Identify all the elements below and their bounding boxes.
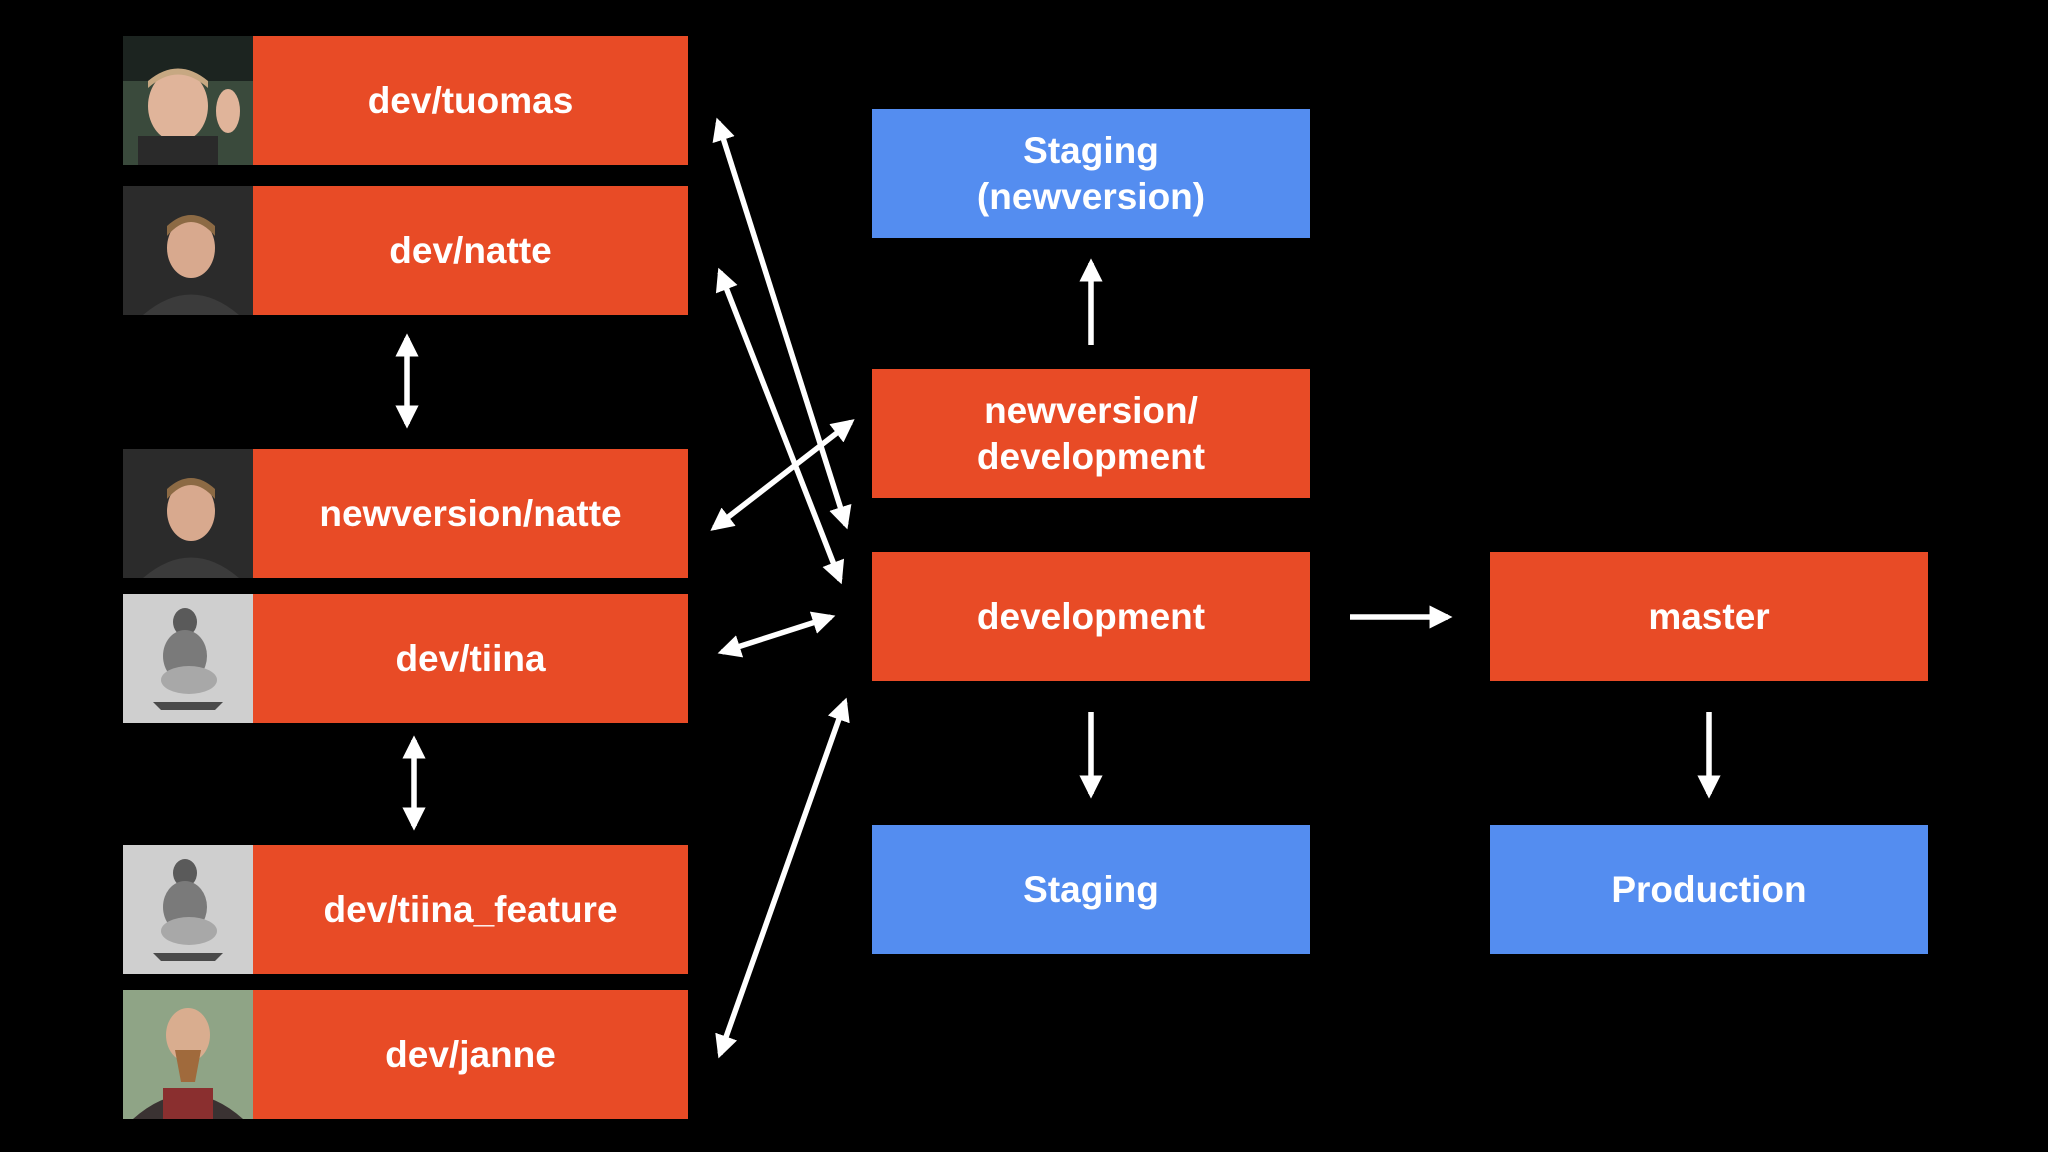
branch-development: development	[872, 552, 1310, 681]
avatar-natte	[123, 186, 253, 315]
arrow-tuomas-development	[712, 117, 852, 530]
avatar-tiina	[123, 594, 253, 723]
env-production: Production	[1490, 825, 1928, 954]
branch-dev-tiina: dev/tiina	[253, 594, 688, 723]
branch-dev-natte: dev/natte	[253, 186, 688, 315]
arrow-newversion-natte-newversion-development	[710, 419, 855, 531]
person-tuomas-photo-icon	[123, 36, 253, 165]
arrow-natte-development	[715, 267, 845, 585]
person-natte-photo-icon	[123, 449, 253, 578]
avatar-tuomas	[123, 36, 253, 165]
avatar-janne	[123, 990, 253, 1119]
branch-dev-tuomas: dev/tuomas	[253, 36, 688, 165]
branch-master: master	[1490, 552, 1928, 681]
person-tiina-photo-icon	[123, 845, 253, 974]
branch-dev-janne: dev/janne	[253, 990, 688, 1119]
avatar-natte-newversion	[123, 449, 253, 578]
arrow-tiina-development	[717, 611, 836, 658]
person-natte-photo-icon	[123, 186, 253, 315]
avatar-tiina-feature	[123, 845, 253, 974]
env-staging: Staging	[872, 825, 1310, 954]
arrow-janne-development	[715, 697, 850, 1059]
branch-newversion-natte: newversion/natte	[253, 449, 688, 578]
person-janne-photo-icon	[123, 990, 253, 1119]
env-staging-newversion: Staging (newversion)	[872, 109, 1310, 238]
person-tiina-photo-icon	[123, 594, 253, 723]
branch-newversion-development: newversion/ development	[872, 369, 1310, 498]
branch-dev-tiina-feature: dev/tiina_feature	[253, 845, 688, 974]
